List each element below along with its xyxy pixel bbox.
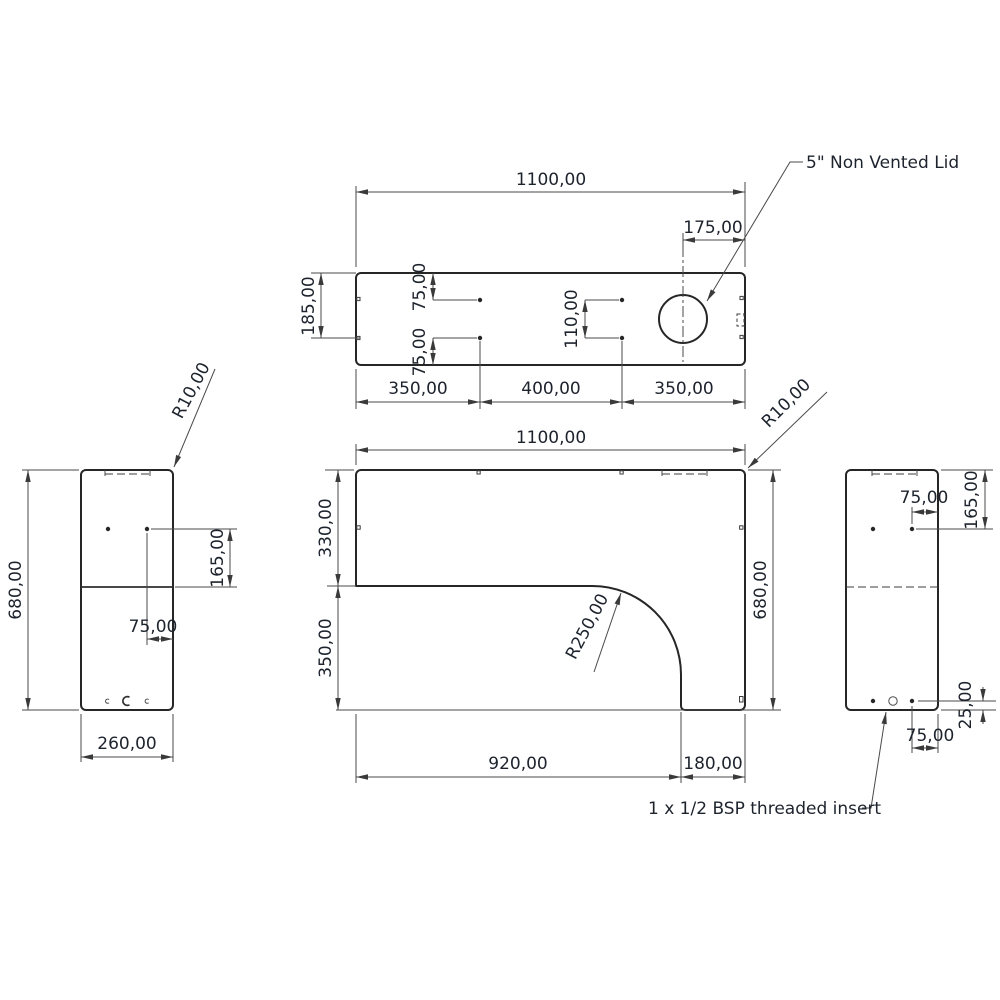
end-face-hole (909, 526, 915, 532)
leader-line (173, 368, 216, 468)
dim-text: 350,00 (316, 618, 336, 677)
dim-hole-spans: 350,00 400,00 350,00 (355, 341, 746, 409)
dim-top-overall-length: 1100,00 (355, 170, 746, 267)
dim-text: R10,00 (169, 359, 215, 422)
dim-text: 165,00 (962, 470, 982, 529)
hidden-insert-mark (736, 313, 745, 327)
dim-arch-height: 350,00 (316, 586, 781, 711)
dim-arch-and-foot: 920,00 180,00 (355, 712, 746, 783)
bottom-fitting-marks (105, 695, 149, 707)
dim-overall-height: 680,00 (748, 469, 781, 710)
dim-arch-radius: R250,00 (562, 590, 622, 673)
dim-text: 110,00 (562, 289, 582, 348)
dim-text: 75,00 (900, 488, 949, 508)
dim-text: 350,00 (388, 379, 447, 399)
dim-text: 400,00 (521, 379, 580, 399)
front-view: 1100,00 330,00 350,00 680,00 920,00 180,… (316, 375, 828, 783)
top-view-outline (355, 272, 746, 366)
insert-callout: 1 x 1/2 BSP threaded insert (648, 711, 887, 819)
left-view-outline (80, 469, 174, 711)
hidden-insert-mark (739, 696, 744, 703)
dim-hole-to-step: 165,00 (151, 528, 237, 588)
dim-corner-radius-front: R10,00 (747, 375, 828, 469)
dim-text: 25,00 (956, 681, 976, 730)
top-view: 1100,00 175,00 185,00 75,00 75,00 (299, 153, 959, 409)
dim-text: 75,00 (906, 726, 955, 746)
dim-text: 680,00 (751, 560, 771, 619)
dim-corner-radius-left: R10,00 (169, 359, 216, 468)
dim-text: 165,00 (208, 528, 228, 587)
dim-front-hole-inset: 75,00 (410, 263, 477, 312)
hidden-lid-outline (871, 470, 918, 476)
dim-text: 920,00 (488, 754, 547, 774)
dim-text: 185,00 (299, 276, 319, 335)
lid-label: 5" Non Vented Lid (806, 153, 959, 173)
leader-line (706, 161, 803, 302)
left-side-view: 680,00 260,00 165,00 75,00 R10,00 (6, 359, 237, 762)
dim-upper-height: 330,00 (316, 469, 356, 587)
end-face-hole (144, 526, 150, 532)
right-view-outline (845, 469, 939, 711)
dim-hole-inset: 75,00 (129, 533, 178, 645)
dim-text: 330,00 (316, 498, 336, 557)
leader-line (593, 592, 622, 673)
dim-hole-from-top: 165,00 (916, 469, 993, 530)
dim-text: 1100,00 (516, 170, 586, 190)
dim-insert-height: 25,00 (918, 681, 996, 730)
dim-text: 260,00 (97, 734, 156, 754)
hidden-lid-outline (661, 470, 708, 476)
dim-text: R250,00 (562, 590, 613, 662)
dim-text: 175,00 (683, 218, 742, 238)
front-view-outline (355, 469, 746, 711)
edge-feature-marks (356, 470, 744, 703)
lid-callout: 5" Non Vented Lid (706, 153, 959, 302)
mounting-hole (477, 335, 483, 341)
leader-line (862, 711, 887, 809)
dim-text: 350,00 (654, 379, 713, 399)
mounting-hole (619, 297, 625, 303)
dim-text: 1100,00 (516, 428, 586, 448)
dim-front-overall-length: 1100,00 (355, 428, 746, 465)
end-face-hole (870, 698, 876, 704)
mounting-hole (619, 335, 625, 341)
end-face-hole (870, 526, 876, 532)
end-face-hole (105, 526, 111, 532)
dim-hole-row-spacing: 110,00 (562, 289, 619, 349)
dim-text: 680,00 (6, 560, 26, 619)
right-side-view: 75,00 165,00 25,00 75,00 1 x 1/2 BSP thr… (648, 469, 996, 819)
dim-depth-to-rear-holes: 185,00 (299, 272, 360, 339)
hidden-insert-arc (122, 695, 130, 707)
leader-line (747, 391, 828, 469)
dim-rear-hole-inset: 75,00 (410, 328, 477, 377)
dim-text: 75,00 (129, 617, 178, 637)
hidden-lid-outline (104, 470, 151, 476)
dim-text: R10,00 (758, 375, 815, 432)
bsp-insert-circle (888, 696, 898, 706)
dim-right-hole-inset-top: 75,00 (900, 488, 949, 524)
dim-text: 180,00 (683, 754, 742, 774)
dim-lid-offset: 175,00 (682, 218, 745, 247)
dim-text: 75,00 (410, 328, 430, 377)
end-face-hole (909, 698, 915, 704)
dim-left-overall-height: 680,00 (6, 469, 79, 711)
mounting-hole (477, 297, 483, 303)
insert-label: 1 x 1/2 BSP threaded insert (648, 799, 881, 819)
dim-insert-inset: 75,00 (906, 706, 955, 753)
dim-depth: 260,00 (80, 714, 174, 762)
dim-text: 75,00 (410, 263, 430, 312)
